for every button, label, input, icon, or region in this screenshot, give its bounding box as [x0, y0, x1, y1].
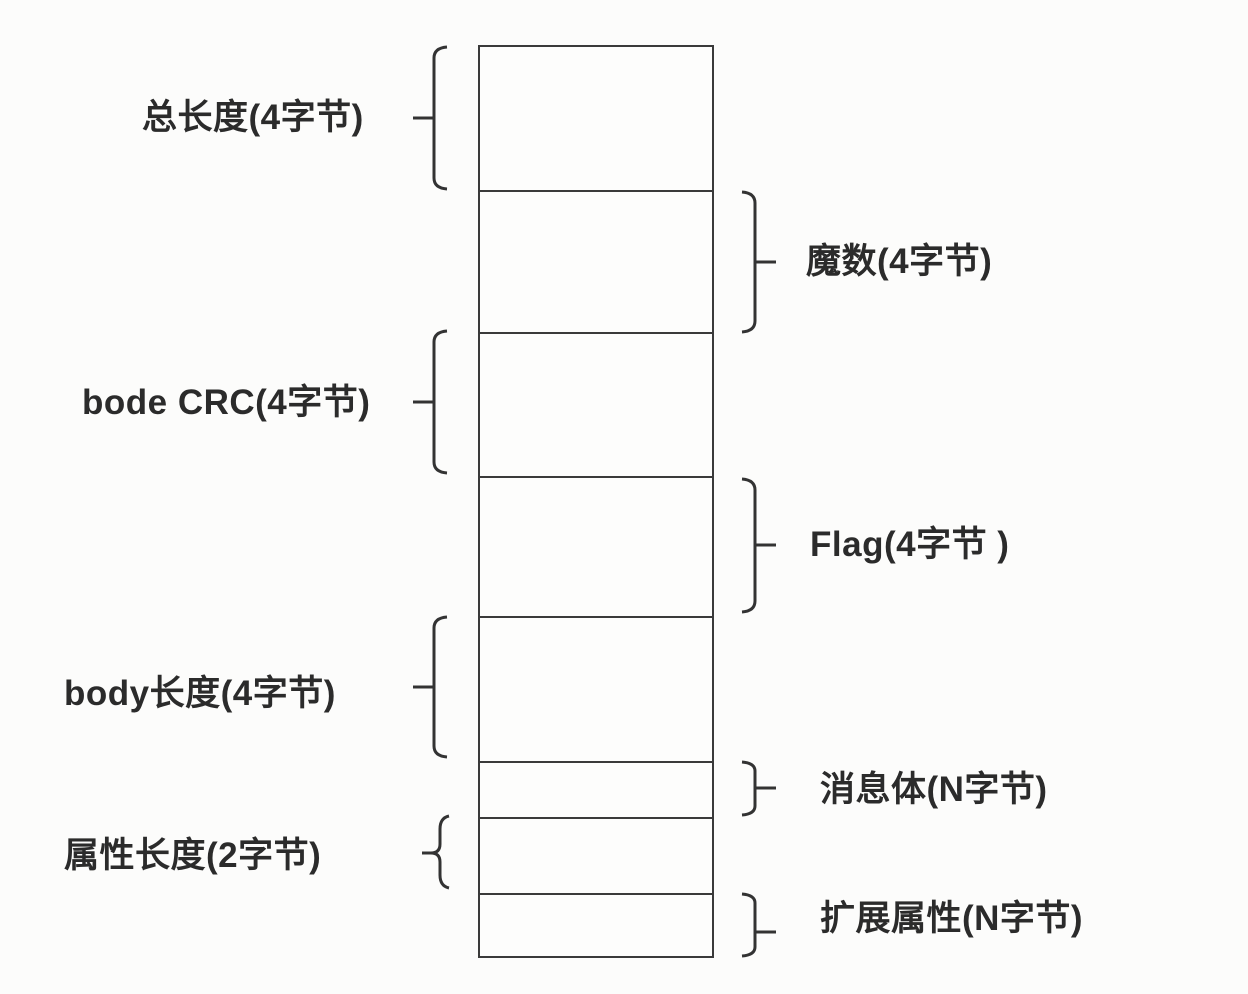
field-cell-message-body [480, 763, 712, 819]
label-total-length: 总长度(4字节) [142, 98, 364, 137]
field-cell-flag [480, 478, 712, 618]
field-divider [480, 190, 712, 192]
brace-body-crc [413, 329, 448, 475]
field-divider [480, 616, 712, 618]
brace-flag [741, 477, 776, 614]
field-cell-extended-attributes [480, 895, 712, 956]
brace-message-body [741, 760, 776, 817]
label-attribute-length: 属性长度(2字节) [64, 836, 322, 875]
label-body-crc: bode CRC(4字节) [82, 383, 371, 422]
label-magic-number: 魔数(4字节) [806, 242, 993, 281]
brace-body-length [413, 615, 448, 759]
label-message-body: 消息体(N字节) [820, 770, 1048, 809]
field-cell-body-crc [480, 334, 712, 478]
field-divider [480, 893, 712, 895]
brace-attribute-length [422, 814, 450, 890]
field-cell-total-length [480, 47, 712, 192]
label-body-length: body长度(4字节) [64, 674, 336, 713]
field-cell-magic-number [480, 192, 712, 334]
field-divider [480, 476, 712, 478]
field-cell-attribute-length [480, 819, 712, 895]
field-divider [480, 332, 712, 334]
field-column [478, 45, 714, 958]
label-extended-attributes: 扩展属性(N字节) [820, 899, 1084, 938]
field-divider [480, 817, 712, 819]
label-flag: Flag(4字节 ) [810, 525, 1010, 564]
brace-magic-number [741, 190, 776, 334]
field-divider [480, 761, 712, 763]
brace-extended-attributes [741, 892, 776, 958]
brace-total-length [413, 45, 448, 191]
field-cell-body-length [480, 618, 712, 763]
